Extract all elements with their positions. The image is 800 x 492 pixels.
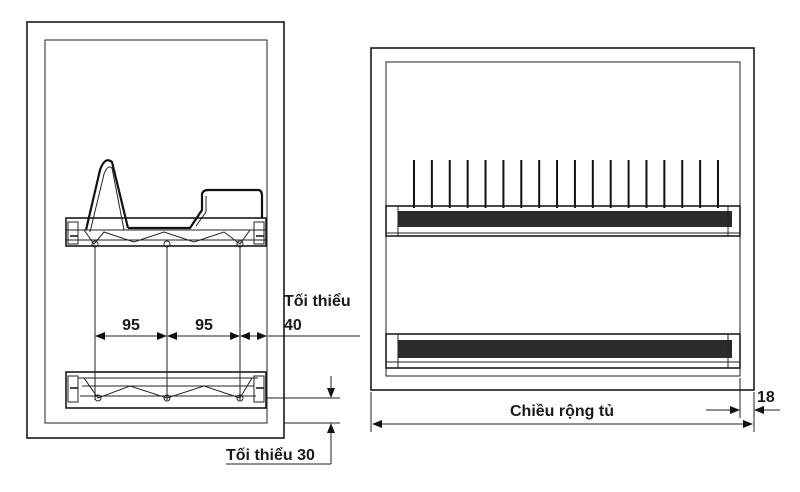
upper-rack-tray [398,211,732,227]
dimension-guide-lines [94,246,268,400]
side-view-cabinet [26,21,285,439]
min-value-40: 40 [284,317,302,334]
spacing-dimensions: 95 95 Tối thiểu 40 [95,292,360,340]
plate-holder-wire-inner [89,166,125,233]
min-label-top: Tối thiểu [284,292,351,310]
lower-tray-front-view [385,333,741,369]
basket-wire [128,188,264,230]
lower-end-cap-right [253,375,265,403]
cabinet-inner-frame [44,39,268,424]
upper-rail [65,217,267,247]
cabinet-outer-frame [26,21,285,439]
lower-pivot-right [236,394,244,402]
panel-thickness-label: 18 [757,389,775,406]
basket-wire-inner [195,196,207,227]
upper-end-cap-right [253,221,265,245]
lower-tray-bracket-right [727,333,741,369]
upper-rail-bracing [83,229,251,245]
upper-end-cap-left [67,221,79,245]
lower-end-cap-left [67,375,79,403]
lower-rail-bracing [83,377,253,399]
upper-rack-bracket-left [385,205,399,237]
lower-rail-wires [78,377,258,397]
lower-rail [65,371,267,409]
upper-rack-front-view [385,160,741,237]
lower-pivot-left [94,394,102,402]
front-outer-frame [370,47,755,391]
bottom-clearance-dimension: Tối thiểu 30 [226,376,340,465]
cabinet-width-label: Chiều rộng tủ [510,403,614,420]
plate-holder-wire [84,159,130,231]
lower-basket-side-view [65,371,267,409]
lower-tray-fill [398,340,732,358]
upper-basket-side-view [65,159,267,248]
spacing-label-left: 95 [122,317,140,334]
front-dimensions: Chiều rộng tủ 18 [370,378,780,432]
plate-rack-prongs [413,160,719,208]
lower-pivot-center [163,394,171,402]
min-label-bottom: Tối thiểu 30 [226,446,315,464]
upper-rack-bracket-right [727,205,741,237]
spacing-label-right: 95 [195,317,213,334]
lower-tray-bracket-left [385,333,399,369]
